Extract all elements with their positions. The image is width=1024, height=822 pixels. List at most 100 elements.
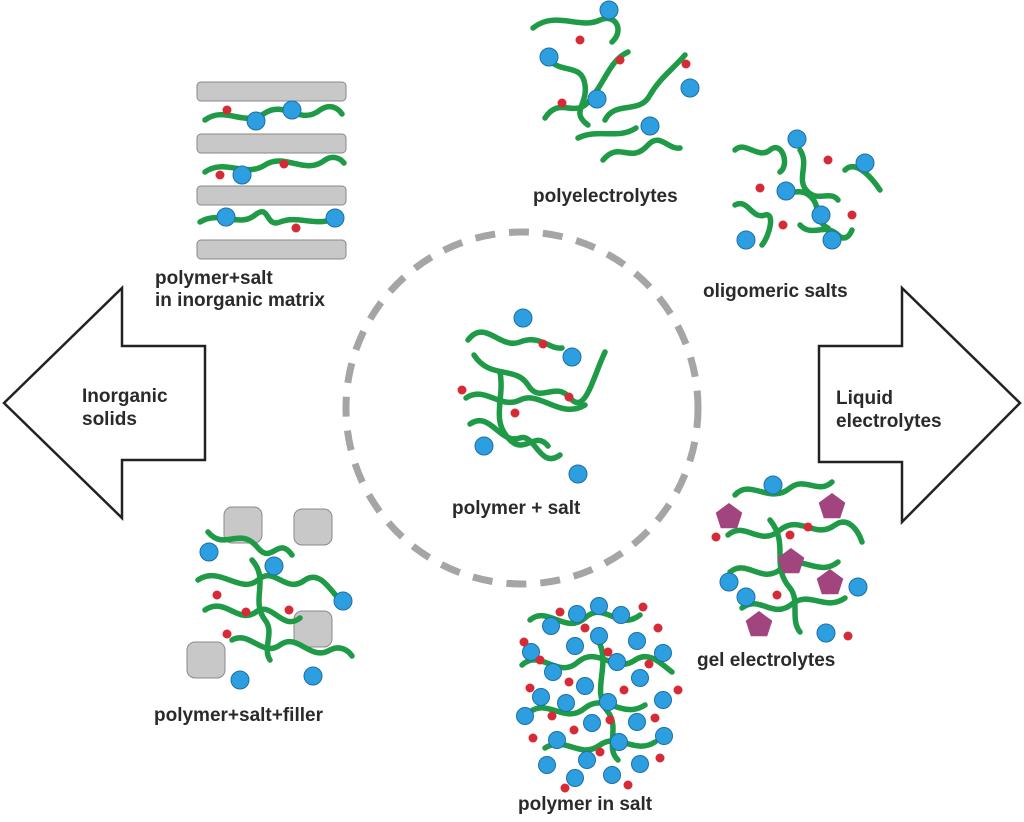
anion [843,631,853,641]
anion [575,35,585,45]
oligomeric-salts-label: oligomeric salts [703,281,848,302]
cation [680,78,700,98]
polyelectrolytes-label: polyelectrolytes [533,186,678,207]
cation [655,727,673,745]
cation [848,577,868,597]
anion [291,223,301,233]
anion [519,637,529,647]
anion [535,655,545,665]
right-arrow [817,285,1022,526]
cation [333,591,353,611]
solvent-molecule [818,493,846,519]
filler-particle [293,610,333,648]
anion [650,713,660,723]
polymer-in-salt-label: polymer in salt [518,794,653,815]
anion [564,392,574,402]
anion [557,98,567,108]
polymer-chain [739,595,848,613]
left-arrow-label-line1: Inorganic [82,386,168,407]
left-arrow-label-line2: solids [82,409,137,430]
polymer-chain [496,369,551,449]
anion [279,159,289,169]
left-arrow [2,285,207,521]
anion [778,220,788,230]
polyelectrolytes-cluster [530,0,700,163]
anion [547,711,557,721]
cation [776,181,796,201]
polymer-chain [767,517,803,635]
anion [644,659,654,669]
gel-electrolytes-label: gel electrolytes [697,650,836,671]
polymer-chain [467,418,563,462]
polymer-chain [205,529,295,558]
anion [653,623,663,633]
anion [785,530,795,540]
filler-cluster [186,506,355,690]
polymer-chain [725,519,865,545]
cation [608,653,626,671]
anion [510,408,520,418]
cation [568,605,586,623]
polymer-chain [465,329,565,351]
right-arrow-label-line2: electrolytes [836,411,942,432]
polymer-chain [575,125,639,141]
arrows [2,285,1022,526]
anion [595,747,605,757]
cation [282,100,302,120]
inorganic-layer [196,239,347,260]
cation [787,129,807,149]
polymer-chain [202,154,347,175]
anion [555,607,565,617]
inorganic-matrix-label-line2: in inorganic matrix [155,290,325,311]
cation [578,751,596,769]
cation [590,627,608,645]
filler-particle [223,506,263,544]
polymer-chain [732,479,835,498]
cation [599,693,617,711]
cation [542,617,560,635]
inorganic-matrix-label: polymer+salt in inorganic matrix [155,268,325,312]
anion [615,55,625,65]
anion [681,59,691,69]
cation [654,691,672,709]
anion [638,602,648,612]
cation [539,47,559,67]
anion [803,522,813,532]
anion [525,683,535,693]
filler-label: polymer+salt+filler [154,705,323,726]
polymer-chain [195,572,343,603]
cation [816,623,836,643]
cation [719,572,739,592]
solvent-molecule [777,548,805,574]
anion [603,647,613,657]
cation [628,713,646,731]
polymer-chain [202,603,303,625]
polymer-in-salt-cluster [516,597,683,793]
cation [855,153,875,173]
anion [528,733,538,743]
anion [823,155,833,165]
solvent-molecule [715,503,743,529]
cation [736,230,756,250]
cation [303,666,323,686]
anion [711,532,721,542]
anion [619,685,629,695]
anion [847,210,857,220]
solvent-molecule [745,611,773,637]
anion [605,715,615,725]
cation [538,756,556,774]
inorganic-matrix-cluster [196,81,347,260]
cation [532,688,550,706]
right-arrow-label: Liquid electrolytes [836,387,942,433]
right-arrow-label-line1: Liquid [836,388,893,409]
cation [513,308,533,328]
cation [568,464,588,484]
cation [736,587,756,607]
cation [544,663,562,681]
dashed-boundary-circle [342,228,702,588]
cation [654,644,672,662]
anion [755,183,765,193]
oligomeric-salts-cluster [732,129,883,250]
cation [522,643,540,661]
